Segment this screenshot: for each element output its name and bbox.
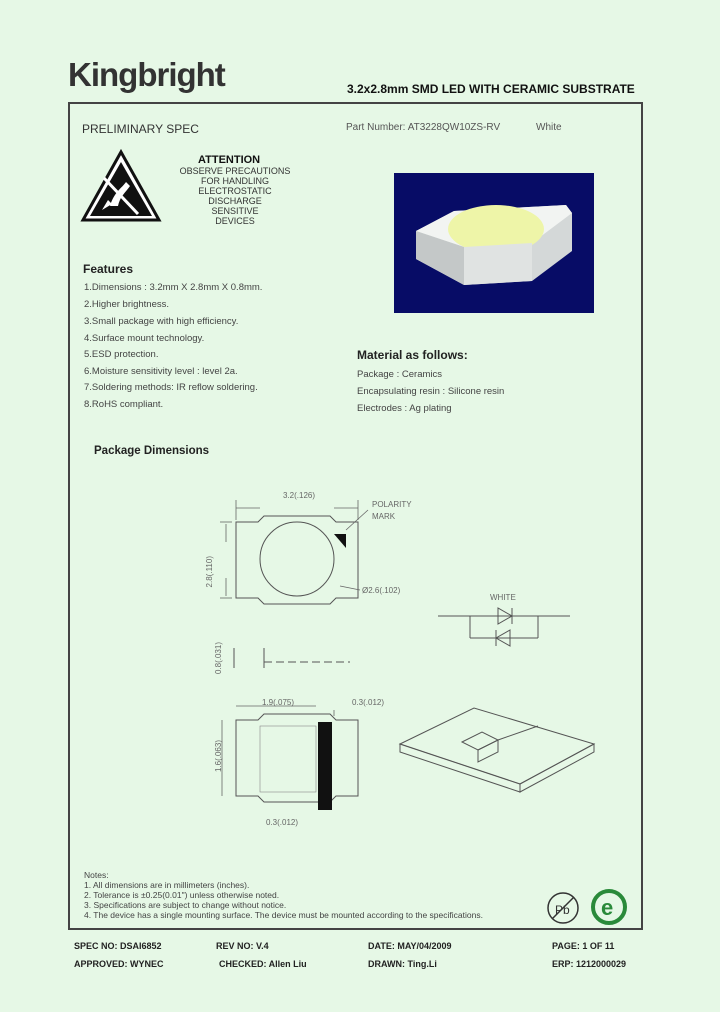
dim-label-pad-gap: 0.3(.012) xyxy=(352,698,385,707)
part-number: Part Number: AT3228QW10ZS-RV xyxy=(346,122,501,133)
feature-item: 1.Dimensions : 3.2mm X 2.8mm X 0.8mm. xyxy=(84,282,263,293)
esd-warning-icon xyxy=(80,148,162,222)
note-item: 4. The device has a single mounting surf… xyxy=(84,910,483,920)
material-title: Material as follows: xyxy=(357,348,468,362)
svg-text:Pb: Pb xyxy=(555,903,570,917)
feature-item: 3.Small package with high efficiency. xyxy=(84,316,239,327)
svg-text:e: e xyxy=(601,895,613,920)
package-dimensions-title: Package Dimensions xyxy=(94,445,210,457)
features-title: Features xyxy=(83,262,134,276)
attention-line: OBSERVE PRECAUTIONS xyxy=(179,166,291,176)
dim-label-diameter: Ø2.6(.102) xyxy=(362,586,401,595)
package-drawings xyxy=(220,500,369,810)
feature-item: 7.Soldering methods: IR reflow soldering… xyxy=(84,382,258,393)
spec-status: PRELIMINARY SPEC xyxy=(82,122,199,136)
led-product-photo xyxy=(394,173,594,313)
notes-title: Notes: xyxy=(84,870,109,880)
material-item: Electrodes : Ag plating xyxy=(357,403,452,414)
drawn-by: DRAWN: Ting.Li xyxy=(368,959,437,969)
note-item: 1. All dimensions are in millimeters (in… xyxy=(84,880,250,890)
dim-label-thickness: 0.8(.031) xyxy=(214,642,223,675)
dim-label-pad-width: 1.9(.075) xyxy=(262,698,295,707)
attention-line: DISCHARGE xyxy=(208,196,262,206)
led-color: White xyxy=(536,122,562,133)
checked-by: CHECKED: Allen Liu xyxy=(219,959,307,969)
material-item: Encapsulating resin : Silicone resin xyxy=(357,386,505,397)
page-number: PAGE: 1 OF 11 xyxy=(552,941,615,951)
content-frame xyxy=(68,102,643,930)
attention-line: DEVICES xyxy=(215,216,255,226)
note-item: 3. Specifications are subject to change … xyxy=(84,900,287,910)
spec-number: SPEC NO: DSAI6852 xyxy=(74,941,162,951)
note-item: 2. Tolerance is ±0.25(0.01") unless othe… xyxy=(84,890,280,900)
white-label: WHITE xyxy=(490,593,516,602)
feature-item: 2.Higher brightness. xyxy=(84,299,170,310)
feature-item: 4.Surface mount technology. xyxy=(84,333,205,344)
document-title: 3.2x2.8mm SMD LED WITH CERAMIC SUBSTRATE xyxy=(347,82,635,96)
attention-line: FOR HANDLING xyxy=(200,176,269,186)
dim-label-top-width: 3.2(.126) xyxy=(283,491,316,500)
erp-number: ERP: 1212000029 xyxy=(552,959,627,969)
revision-number: REV NO: V.4 xyxy=(216,941,269,951)
led-lens xyxy=(448,205,544,253)
polarity-label: POLARITY xyxy=(372,500,412,509)
rohs-e-icon: e xyxy=(591,889,627,925)
package-3d-sketch xyxy=(398,707,596,793)
dim-label-pad-height: 1.6(.063) xyxy=(214,740,223,773)
material-item: Package : Ceramics xyxy=(357,369,443,380)
dim-label-height: 2.8(.110) xyxy=(205,556,214,588)
dim-label-pad-bottom: 0.3(.012) xyxy=(266,818,299,827)
company-logo: Kingbright xyxy=(68,56,226,93)
mark-label: MARK xyxy=(372,512,396,521)
diode-circuit-symbol xyxy=(438,607,570,647)
feature-item: 5.ESD protection. xyxy=(84,349,159,360)
attention-line: SENSITIVE xyxy=(211,206,259,216)
attention-title: ATTENTION xyxy=(198,154,261,166)
attention-line: ELECTROSTATIC xyxy=(198,186,272,196)
approved-by: APPROVED: WYNEC xyxy=(74,959,164,969)
date: DATE: MAY/04/2009 xyxy=(368,941,452,951)
feature-item: 6.Moisture sensitivity level : level 2a. xyxy=(84,366,238,377)
feature-item: 8.RoHS compliant. xyxy=(84,399,164,410)
pb-free-icon: Pb xyxy=(547,892,579,924)
